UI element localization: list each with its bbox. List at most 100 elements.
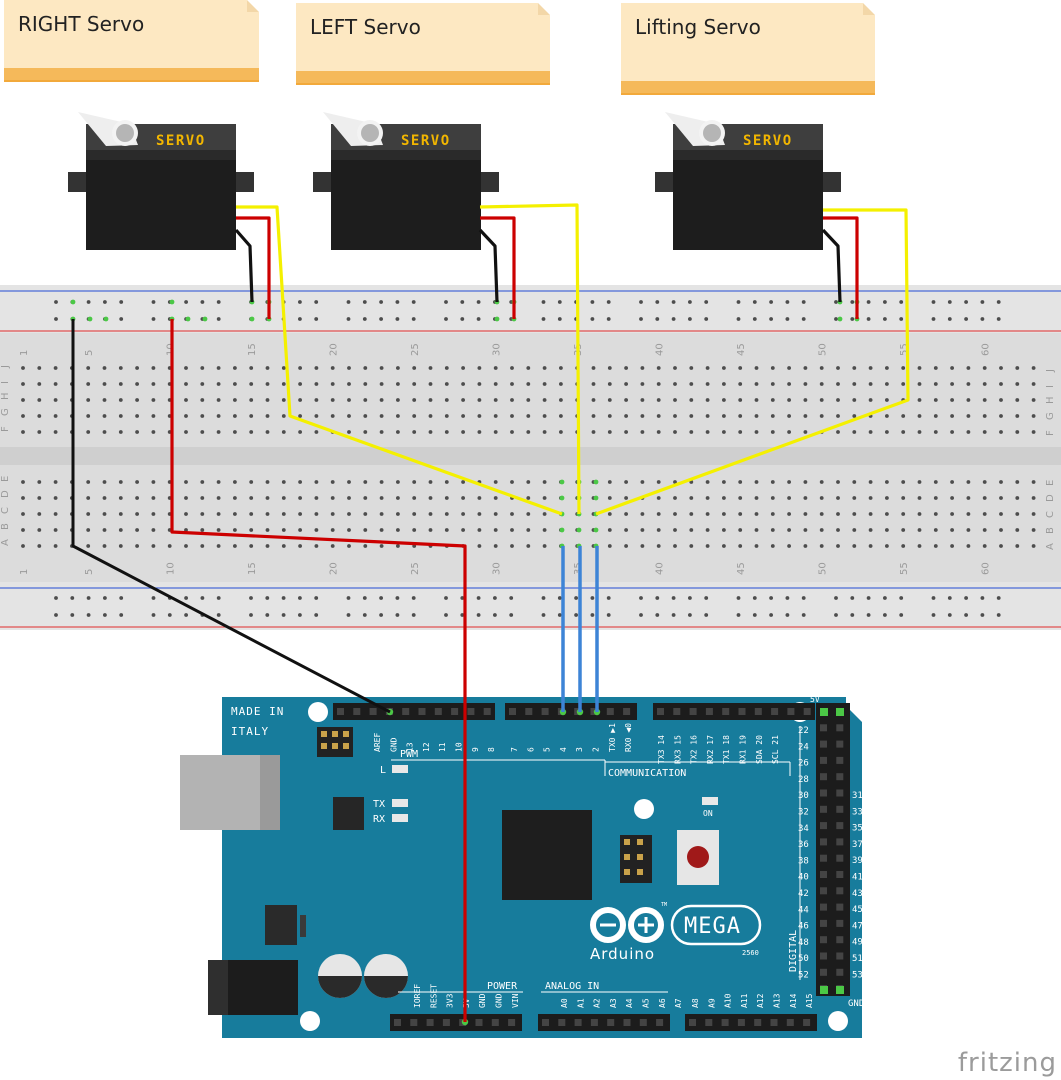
digital-pin-label: 22 xyxy=(798,726,809,736)
column-number-top: 60 xyxy=(981,343,992,356)
servo-power-lead xyxy=(236,216,271,319)
top-pin-label: RX3 15 xyxy=(673,735,682,764)
arduino-mega-board: MADE INITALYPWMCOMMUNICATIONLTXRXONPOWER… xyxy=(180,695,864,1038)
column-number-bottom: 25 xyxy=(410,562,421,575)
breadboard: 1155101015152020252530303535404045455050… xyxy=(0,285,1061,630)
signal-wire-lifting-servo xyxy=(595,208,910,516)
analog-pin-label: A12 xyxy=(756,993,765,1008)
note-lifting-label: Lifting Servo xyxy=(635,15,761,39)
signal-wire-right-servo xyxy=(236,205,563,516)
row-letter-left: E xyxy=(0,476,11,482)
power-wire-5v xyxy=(170,319,467,1022)
row-letter-right: H xyxy=(1045,396,1056,404)
column-number-top: 1 xyxy=(19,350,30,356)
column-number-bottom: 30 xyxy=(492,562,503,575)
column-number-bottom: 60 xyxy=(981,562,992,575)
top-pin-label: TX1 18 xyxy=(722,735,731,764)
five-v-label: 5V xyxy=(810,695,820,704)
microcontroller-chip xyxy=(502,810,592,900)
digital-pin-label: 34 xyxy=(798,824,809,834)
note-lifting-servo: Lifting Servo xyxy=(621,3,875,93)
top-pin-label: RX0 ◀0 xyxy=(624,723,633,752)
rx-label: RX xyxy=(373,814,385,825)
digital-pin-label: 28 xyxy=(798,775,809,785)
row-letter-right: G xyxy=(1045,412,1056,420)
arduino-brand: Arduino xyxy=(590,945,655,963)
column-number-bottom: 45 xyxy=(736,562,747,575)
column-number-top: 55 xyxy=(899,343,910,356)
analog-pin-label: A15 xyxy=(805,993,814,1008)
top-pin-label: AREF xyxy=(373,733,382,752)
row-letter-left: D xyxy=(0,490,11,498)
row-letter-left: B xyxy=(0,523,11,530)
on-label: ON xyxy=(703,809,713,818)
communication-label: COMMUNICATION xyxy=(608,768,686,779)
column-number-bottom: 1 xyxy=(19,569,30,575)
digital-pin-label: 38 xyxy=(798,856,809,866)
column-number-top: 45 xyxy=(736,343,747,356)
servo-label: SERVO xyxy=(156,133,206,149)
top-pin-label: 6 xyxy=(526,747,535,752)
digital-pin-label: 43 xyxy=(852,889,863,899)
top-pin-label: RX1 19 xyxy=(739,735,748,764)
servo-label: SERVO xyxy=(743,133,793,149)
column-number-top: 20 xyxy=(329,343,340,356)
row-letter-left: I xyxy=(0,381,11,384)
top-pin-label: 8 xyxy=(487,747,496,752)
power-pin-label: 3V3 xyxy=(446,993,455,1008)
analog-pin-label: A7 xyxy=(674,998,683,1008)
power-pin-label: GND xyxy=(478,993,487,1008)
digital-pin-label: 49 xyxy=(852,938,863,948)
digital-pin-label: 33 xyxy=(852,807,863,817)
analog-pin-label: A8 xyxy=(691,998,700,1008)
analog-in-label: ANALOG IN xyxy=(545,981,599,992)
italy-label: ITALY xyxy=(231,725,269,738)
digital-pin-label: 46 xyxy=(798,922,809,932)
arduino-logo xyxy=(590,907,664,943)
mega-model: MEGA xyxy=(684,914,741,939)
top-pin-label: 12 xyxy=(422,742,431,752)
servo-motor-3: SERVO xyxy=(655,112,841,250)
digital-pin-label: 53 xyxy=(852,970,863,980)
column-number-top: 15 xyxy=(247,343,258,356)
made-in-label: MADE IN xyxy=(231,705,284,718)
analog-pin-label: A4 xyxy=(625,998,634,1008)
top-pin-label: 3 xyxy=(575,747,584,752)
digital-pin-label: 41 xyxy=(852,873,863,883)
digital-pin-label: 36 xyxy=(798,840,809,850)
column-number-bottom: 20 xyxy=(329,562,340,575)
column-number-top: 5 xyxy=(84,350,95,356)
analog-pin-label: A14 xyxy=(789,993,798,1008)
row-letter-right: C xyxy=(1045,511,1056,518)
row-letter-left: H xyxy=(0,392,11,400)
digital-pin-label: 45 xyxy=(852,905,863,915)
analog-pin-label: A11 xyxy=(740,993,749,1008)
servo-power-lead xyxy=(480,216,516,319)
analog-pin-label: A5 xyxy=(642,998,651,1008)
pwm-label: PWM xyxy=(400,749,418,760)
row-letter-right: I xyxy=(1045,385,1056,388)
power-pin-label: VIN xyxy=(511,993,520,1008)
analog-pin-label: A6 xyxy=(658,998,667,1008)
digital-pin-label: 44 xyxy=(798,905,809,915)
model-number: 2560 xyxy=(742,949,759,957)
row-letter-left: C xyxy=(0,507,11,514)
analog-pin-label: A0 xyxy=(560,998,569,1008)
column-number-bottom: 55 xyxy=(899,562,910,575)
top-pin-label: 7 xyxy=(510,747,519,752)
top-pin-label: TX3 14 xyxy=(657,735,666,764)
digital-pin-label: 35 xyxy=(852,824,863,834)
column-number-bottom: 50 xyxy=(818,562,829,575)
servo-label: SERVO xyxy=(401,133,451,149)
fritzing-watermark: fritzing xyxy=(957,1048,1057,1078)
top-pin-label: SCL 21 xyxy=(771,735,780,764)
digital-pin-label: 37 xyxy=(852,840,863,850)
servo-power-lead xyxy=(823,216,859,319)
digital-pin-label: 50 xyxy=(798,954,809,964)
digital-pin-label: 47 xyxy=(852,921,863,931)
servo-ground-lead xyxy=(478,228,499,303)
digital-pin-label: 31 xyxy=(852,791,863,801)
analog-pin-label: A13 xyxy=(773,993,782,1008)
analog-pin-label: A3 xyxy=(609,998,618,1008)
row-letter-right: B xyxy=(1045,527,1056,534)
